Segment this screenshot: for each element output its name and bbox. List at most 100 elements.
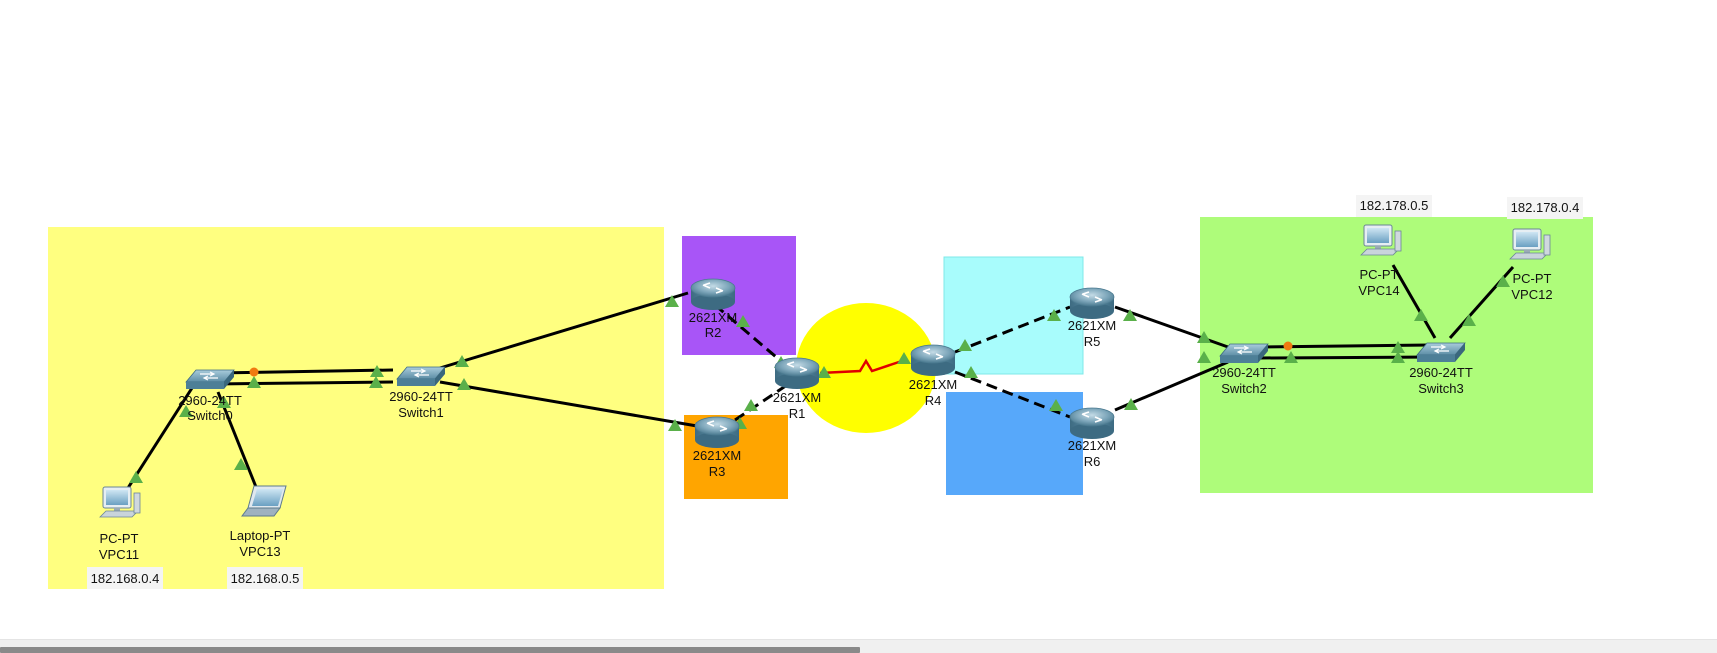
router-icon <box>910 344 956 376</box>
switch0-device[interactable] <box>185 369 235 389</box>
r1-model-label: 2621XM <box>773 390 821 405</box>
switch3-name-label: Switch3 <box>1418 381 1464 396</box>
r4-device[interactable] <box>910 344 956 376</box>
vpc12-ip-note-bg <box>1507 197 1583 219</box>
r5-device[interactable] <box>1069 287 1115 319</box>
port-up-indicator <box>369 376 383 388</box>
r2-model-label: 2621XM <box>689 310 737 325</box>
switch1-name-label: Switch1 <box>398 405 444 420</box>
r5-model-label: 2621XM <box>1068 318 1116 333</box>
vpc11-ip-note-bg <box>87 567 163 589</box>
r4-model-label: 2621XM <box>909 377 957 392</box>
link-r2-r1[interactable] <box>714 303 783 364</box>
switch-icon <box>1416 342 1466 362</box>
port-up-indicator <box>1284 351 1298 363</box>
r2-name-label: R2 <box>705 325 722 340</box>
vpc13-model-label: Laptop-PT <box>230 528 291 543</box>
vpc12-device[interactable] <box>1509 228 1551 260</box>
port-blocking-indicator <box>1283 341 1293 351</box>
link-switch1-r2[interactable] <box>439 291 689 370</box>
r6-device[interactable] <box>1069 407 1115 439</box>
link-switch2-switch3-b[interactable] <box>1259 355 1431 360</box>
link-switch1-r3[interactable] <box>439 380 698 428</box>
r1-device[interactable] <box>774 357 820 389</box>
port-up-indicator <box>234 458 248 470</box>
port-up-indicator <box>1197 351 1211 363</box>
port-up-indicator <box>1391 341 1405 353</box>
horizontal-scrollbar[interactable] <box>0 639 1717 653</box>
vpc11-name-label: VPC11 <box>99 547 139 562</box>
port-up-indicator <box>370 365 384 377</box>
switch1-device[interactable] <box>396 366 446 386</box>
laptop-icon <box>241 485 287 517</box>
port-up-indicator <box>1414 309 1428 321</box>
port-up-indicator <box>897 352 911 364</box>
link-switch3-vpc14[interactable] <box>1391 264 1437 339</box>
vpc12-name-label: VPC12 <box>1511 287 1552 302</box>
link-switch0-switch1-b[interactable] <box>214 380 394 386</box>
port-up-indicator <box>1124 398 1138 410</box>
port-up-indicator <box>1197 331 1211 343</box>
vpc13-ip-note-bg <box>227 567 303 589</box>
switch0-model-label: 2960-24TT <box>178 393 242 408</box>
link-switch0-vpc11[interactable] <box>126 387 194 489</box>
vpc11-device[interactable] <box>99 486 141 518</box>
port-up-indicator <box>179 405 193 417</box>
lan-left-zone[interactable] <box>48 227 664 589</box>
port-up-indicator <box>457 378 471 390</box>
router-icon <box>1069 287 1115 319</box>
link-r6-switch2[interactable] <box>1114 360 1229 412</box>
r2-device[interactable] <box>690 278 736 310</box>
link-r1-r4-serial[interactable] <box>819 358 906 375</box>
r3-model-label: 2621XM <box>693 448 741 463</box>
port-up-indicator <box>217 396 231 408</box>
port-up-indicator <box>1496 275 1510 287</box>
r3-device[interactable] <box>694 416 740 448</box>
port-up-indicator <box>744 399 758 411</box>
link-switch0-switch1-a[interactable] <box>214 368 394 375</box>
switch-icon <box>1219 343 1269 363</box>
r5-zone[interactable] <box>943 256 1084 375</box>
vpc14-name-label: VPC14 <box>1358 283 1399 298</box>
vpc13-ip-note[interactable]: 182.168.0.5 <box>231 571 300 586</box>
vpc14-ip-note[interactable]: 182.178.0.5 <box>1360 198 1429 213</box>
router-icon <box>690 278 736 310</box>
pc-icon <box>99 486 141 518</box>
switch-icon <box>396 366 446 386</box>
vpc12-model-label: PC-PT <box>1513 271 1552 286</box>
switch2-device[interactable] <box>1219 343 1269 363</box>
wan-core-zone[interactable] <box>796 303 936 433</box>
vpc12-ip-note[interactable]: 182.178.0.4 <box>1511 200 1580 215</box>
vpc14-device[interactable] <box>1360 224 1402 256</box>
port-up-indicator <box>736 315 750 327</box>
port-up-indicator <box>1049 399 1063 411</box>
port-up-indicator <box>1123 309 1137 321</box>
pc-icon <box>1509 228 1551 260</box>
port-up-indicator <box>1462 314 1476 326</box>
port-up-indicator <box>665 295 679 307</box>
vpc13-device[interactable] <box>241 485 287 517</box>
port-up-indicator <box>1391 351 1405 363</box>
link-switch0-vpc13[interactable] <box>216 391 260 493</box>
r6-zone[interactable] <box>946 392 1083 495</box>
horizontal-scrollbar-thumb[interactable] <box>0 647 860 653</box>
port-up-indicator <box>1047 309 1061 321</box>
port-up-indicator <box>455 355 469 367</box>
vpc14-model-label: PC-PT <box>1360 267 1399 282</box>
router-icon <box>694 416 740 448</box>
switch3-device[interactable] <box>1416 342 1466 362</box>
r6-model-label: 2621XM <box>1068 438 1116 453</box>
switch2-model-label: 2960-24TT <box>1212 365 1276 380</box>
r1-name-label: R1 <box>789 406 806 421</box>
link-r3-r1[interactable] <box>734 381 791 422</box>
port-up-indicator <box>817 366 831 378</box>
r3-name-label: R3 <box>709 464 726 479</box>
vpc11-ip-note[interactable]: 182.168.0.4 <box>91 571 160 586</box>
router-icon <box>774 357 820 389</box>
port-up-indicator <box>129 471 143 483</box>
switch1-model-label: 2960-24TT <box>389 389 453 404</box>
port-up-indicator <box>247 376 261 388</box>
vpc11-model-label: PC-PT <box>100 531 139 546</box>
